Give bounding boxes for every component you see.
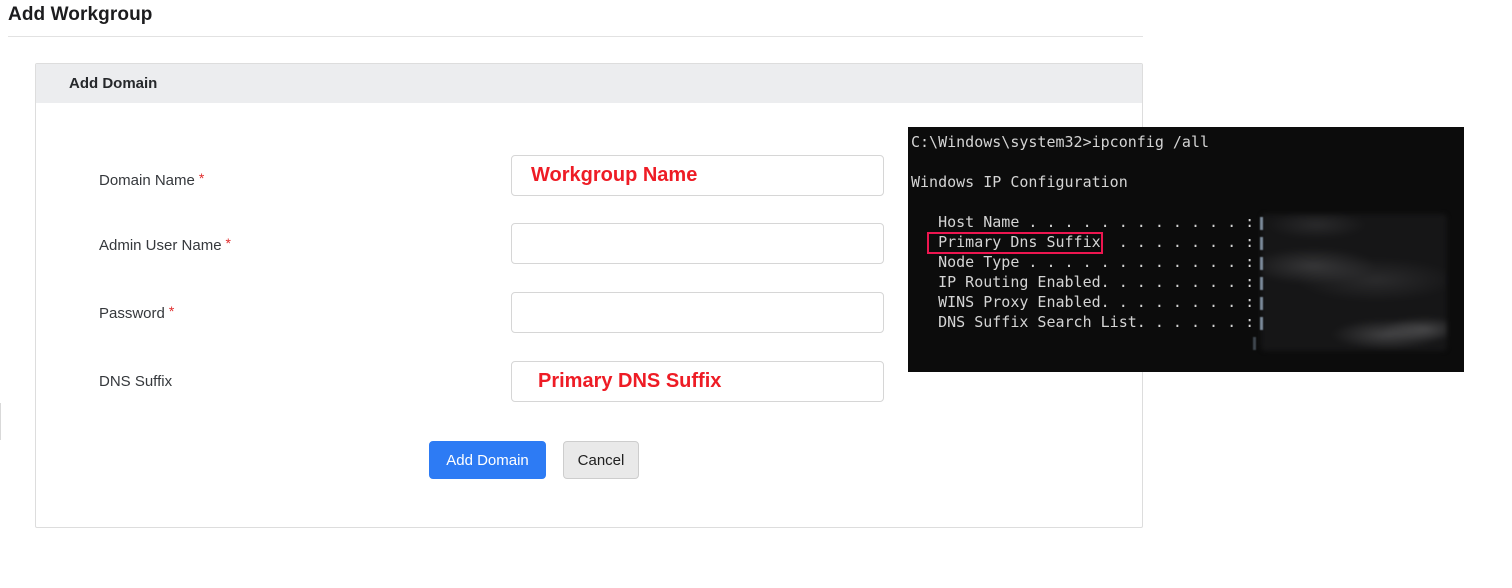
add-domain-button[interactable]: Add Domain <box>429 441 546 479</box>
terminal-line: C:\Windows\system32>ipconfig /all <box>911 133 1210 151</box>
label-text: Password <box>99 305 165 322</box>
title-divider <box>8 36 1143 37</box>
dns-suffix-label: DNS Suffix <box>99 370 176 392</box>
label-text: DNS Suffix <box>99 373 173 390</box>
redacted-char-sliver <box>1260 317 1263 330</box>
left-edge-fragment <box>0 403 1 440</box>
terminal-line: DNS Suffix Search List. . . . . . : <box>911 313 1264 331</box>
redacted-char-sliver <box>1260 237 1263 250</box>
redacted-char-sliver <box>1260 297 1263 310</box>
cancel-button[interactable]: Cancel <box>563 441 639 479</box>
terminal-line: IP Routing Enabled. . . . . . . . : <box>911 273 1264 291</box>
required-asterisk: * <box>168 303 175 319</box>
required-asterisk: * <box>198 170 205 186</box>
required-asterisk: * <box>225 235 231 251</box>
label-text: Admin User Name <box>99 237 222 254</box>
password-input[interactable] <box>511 292 884 333</box>
redacted-char-sliver <box>1260 217 1263 230</box>
domain-name-input[interactable] <box>511 155 884 196</box>
redacted-char-sliver <box>1260 277 1263 290</box>
terminal-line: Windows IP Configuration <box>911 173 1128 191</box>
password-label: Password* <box>99 302 174 324</box>
page-title: Add Workgroup <box>8 4 153 25</box>
label-text: Domain Name <box>99 172 195 189</box>
dns-suffix-input[interactable] <box>511 361 884 402</box>
terminal-highlighted-text: Primary Dns Suffix <box>938 233 1101 251</box>
terminal-line <box>911 193 1263 213</box>
redacted-char-sliver <box>1260 257 1263 270</box>
admin-user-name-label: Admin User Name* <box>99 234 231 256</box>
terminal-line: WINS Proxy Enabled. . . . . . . . : <box>911 293 1264 311</box>
terminal-line <box>911 333 1263 353</box>
admin-user-name-input[interactable] <box>511 223 884 264</box>
redacted-values-blur <box>1261 214 1447 351</box>
terminal-line: Primary Dns Suffix . . . . . . . : <box>938 233 1264 251</box>
primary-dns-suffix-highlight-box <box>927 232 1103 254</box>
terminal-line: Node Type . . . . . . . . . . . . : <box>911 253 1264 271</box>
panel-header-title: Add Domain <box>69 75 158 92</box>
terminal-line <box>911 153 1263 173</box>
redacted-char-sliver <box>1253 337 1256 350</box>
domain-name-label: Domain Name* <box>99 169 204 191</box>
panel-header: Add Domain <box>36 64 1142 103</box>
terminal-line: Host Name . . . . . . . . . . . . : <box>911 213 1264 231</box>
